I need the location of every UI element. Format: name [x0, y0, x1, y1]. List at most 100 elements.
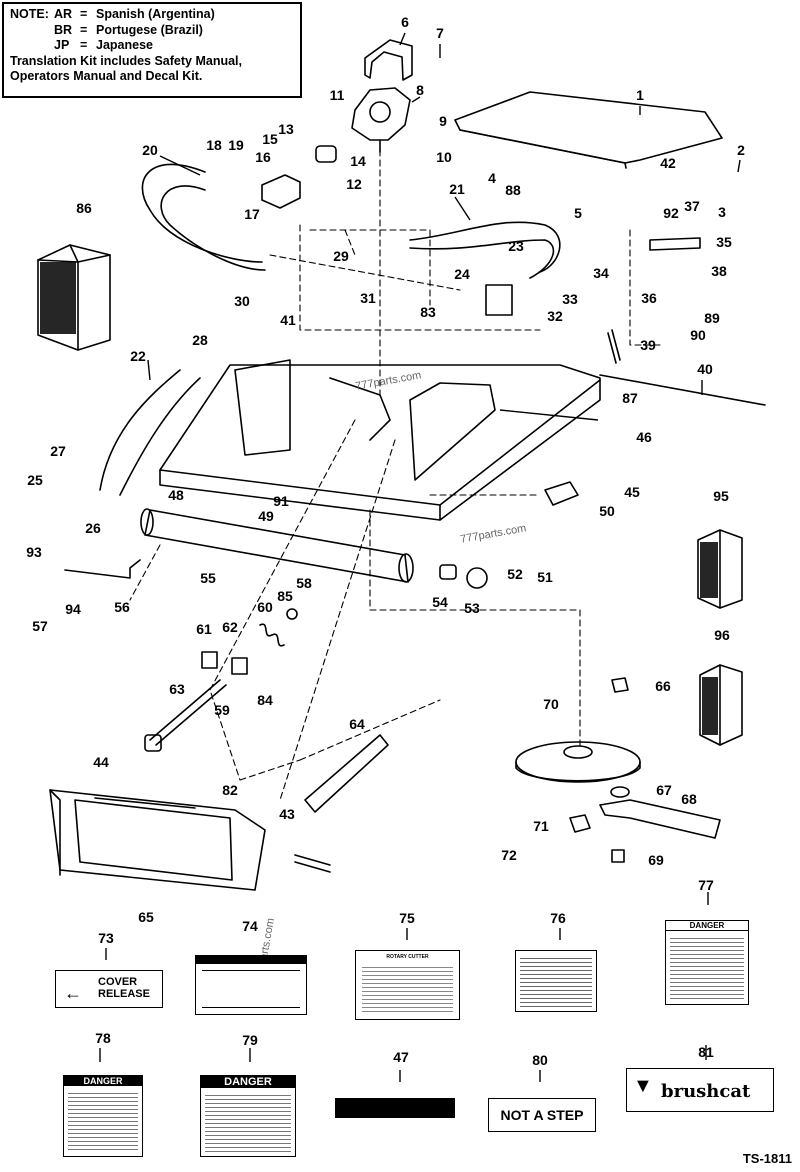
part-callout-86: 86: [76, 200, 92, 216]
part-callout-41: 41: [280, 312, 296, 328]
note-code: AR: [54, 7, 73, 21]
part-callout-13: 13: [278, 121, 294, 137]
part-callout-20: 20: [142, 142, 158, 158]
part-callout-58: 58: [296, 575, 312, 591]
part-callout-87: 87: [622, 390, 638, 406]
part-callout-82: 82: [222, 782, 238, 798]
translation-note: NOTE:AR=Spanish (Argentina) BR=Portugese…: [2, 2, 302, 98]
decal-not-a-step: NOT A STEP: [488, 1098, 596, 1132]
part-callout-6: 6: [401, 14, 409, 30]
part-callout-53: 53: [464, 600, 480, 616]
part-callout-59: 59: [214, 702, 230, 718]
part-callout-15: 15: [262, 131, 278, 147]
part-callout-11: 11: [329, 87, 345, 103]
part-callout-19: 19: [228, 137, 244, 153]
decal-rotary-cutter: ROTARY CUTTER: [355, 950, 460, 1020]
part-callout-40: 40: [697, 361, 713, 377]
part-callout-43: 43: [279, 806, 295, 822]
decal-danger-78: DANGER: [63, 1075, 143, 1157]
part-callout-4: 4: [488, 170, 496, 186]
part-callout-71: 71: [533, 818, 549, 834]
part-callout-31: 31: [360, 290, 376, 306]
bobcat-logo-icon: ▼: [633, 1075, 653, 1097]
part-callout-61: 61: [196, 621, 212, 637]
part-callout-84: 84: [257, 692, 273, 708]
part-callout-45: 45: [624, 484, 640, 500]
part-callout-96: 96: [714, 627, 730, 643]
note-eq: =: [80, 38, 88, 52]
part-callout-49: 49: [258, 508, 274, 524]
part-callout-37: 37: [684, 198, 700, 214]
rotary-title: ROTARY CUTTER: [386, 954, 429, 960]
part-callout-62: 62: [222, 619, 238, 635]
part-callout-83: 83: [420, 304, 436, 320]
part-callout-76: 76: [550, 910, 566, 926]
part-callout-72: 72: [501, 847, 517, 863]
part-callout-36: 36: [641, 290, 657, 306]
part-callout-35: 35: [716, 234, 732, 250]
part-callout-54: 54: [432, 594, 448, 610]
decal-brushcat: ▼ brushcat: [626, 1068, 774, 1112]
part-callout-64: 64: [349, 716, 365, 732]
part-callout-80: 80: [532, 1052, 548, 1068]
part-callout-25: 25: [27, 472, 43, 488]
part-callout-51: 51: [537, 569, 553, 585]
part-callout-91: 91: [273, 493, 289, 509]
part-callout-3: 3: [718, 204, 726, 220]
part-callout-50: 50: [599, 503, 615, 519]
part-callout-32: 32: [547, 308, 563, 324]
part-callout-52: 52: [507, 566, 523, 582]
part-callout-60: 60: [257, 599, 273, 615]
part-callout-67: 67: [656, 782, 672, 798]
part-callout-28: 28: [192, 332, 208, 348]
part-callout-73: 73: [98, 930, 114, 946]
part-callout-48: 48: [168, 487, 184, 503]
part-callout-93: 93: [26, 544, 42, 560]
part-callout-10: 10: [436, 149, 452, 165]
part-callout-79: 79: [242, 1032, 258, 1048]
cover-label: COVER: [98, 976, 138, 988]
part-callout-90: 90: [690, 327, 706, 343]
arrow-left-icon: ←: [64, 983, 82, 1003]
part-callout-44: 44: [93, 754, 109, 770]
note-code: BR: [54, 22, 73, 37]
part-callout-5: 5: [574, 205, 582, 221]
note-title: NOTE:: [10, 7, 49, 21]
part-callout-78: 78: [95, 1030, 111, 1046]
part-callout-94: 94: [65, 601, 81, 617]
part-callout-12: 12: [346, 176, 362, 192]
part-callout-39: 39: [640, 337, 656, 353]
part-callout-9: 9: [439, 113, 447, 129]
part-callout-7: 7: [436, 25, 444, 41]
part-callout-77: 77: [698, 877, 714, 893]
part-callout-81: 81: [698, 1044, 714, 1060]
part-callout-68: 68: [681, 791, 697, 807]
decal-danger-79: DANGER: [200, 1075, 296, 1157]
note-eq: =: [80, 22, 88, 37]
danger-label: DANGER: [64, 1076, 142, 1086]
danger-label: DANGER: [201, 1076, 295, 1088]
part-callout-14: 14: [350, 153, 366, 169]
note-eq: =: [80, 7, 88, 21]
part-callout-18: 18: [206, 137, 222, 153]
part-callout-17: 17: [244, 206, 260, 222]
part-callout-89: 89: [704, 310, 720, 326]
part-callout-95: 95: [713, 488, 729, 504]
decal-76: [515, 950, 597, 1012]
part-callout-70: 70: [543, 696, 559, 712]
part-callout-2: 2: [737, 142, 745, 158]
part-callout-8: 8: [416, 82, 424, 98]
note-text: Spanish (Argentina): [96, 7, 215, 21]
part-callout-1: 1: [636, 87, 644, 103]
part-callout-22: 22: [130, 348, 146, 364]
part-callout-47: 47: [393, 1049, 409, 1065]
decal-74: [195, 955, 307, 1015]
part-callout-55: 55: [200, 570, 216, 586]
part-callout-69: 69: [648, 852, 664, 868]
note-code: JP: [54, 38, 70, 52]
part-callout-66: 66: [655, 678, 671, 694]
part-callout-85: 85: [277, 588, 293, 604]
part-callout-33: 33: [562, 291, 578, 307]
